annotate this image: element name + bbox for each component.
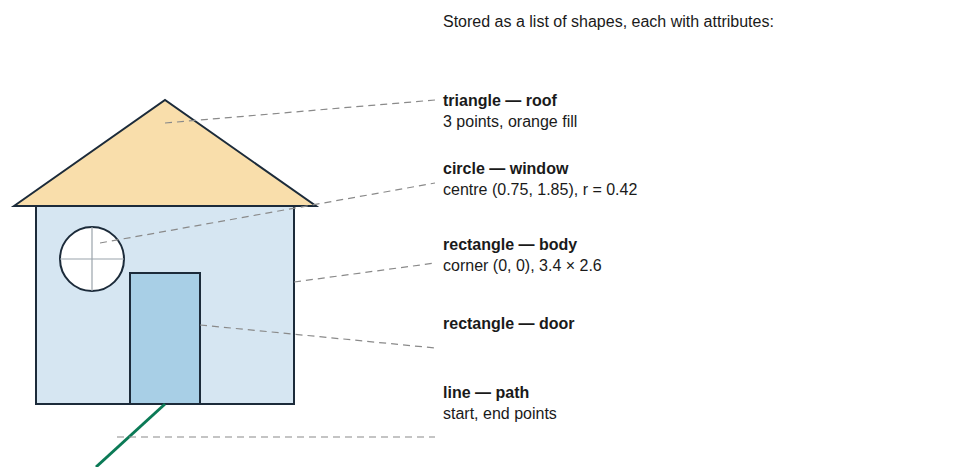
shape-attributes: corner (0, 0), 3.4 × 2.6	[443, 256, 602, 276]
leader-line	[200, 325, 435, 348]
house-roof	[14, 100, 316, 206]
shape-attributes: 3 points, orange fill	[443, 112, 577, 132]
shape-name: rectangle — body	[443, 235, 577, 255]
leader-line	[165, 100, 435, 123]
round-window	[60, 227, 124, 291]
shape-name: rectangle — door	[443, 314, 575, 334]
garden-path	[96, 404, 165, 467]
shape-attributes: start, end points	[443, 404, 557, 424]
shape-attributes: centre (0.75, 1.85), r = 0.42	[443, 180, 637, 200]
leader-line	[294, 263, 435, 282]
house-body	[36, 206, 294, 404]
shape-name: line — path	[443, 383, 529, 403]
window-bar	[91, 227, 92, 291]
leader-line	[117, 436, 435, 437]
shape-name: triangle — roof	[443, 91, 557, 111]
shape-name: circle — window	[443, 159, 568, 179]
house-door	[130, 273, 200, 404]
leader-line	[100, 183, 435, 243]
heading-text: Stored as a list of shapes, each with at…	[443, 12, 774, 32]
